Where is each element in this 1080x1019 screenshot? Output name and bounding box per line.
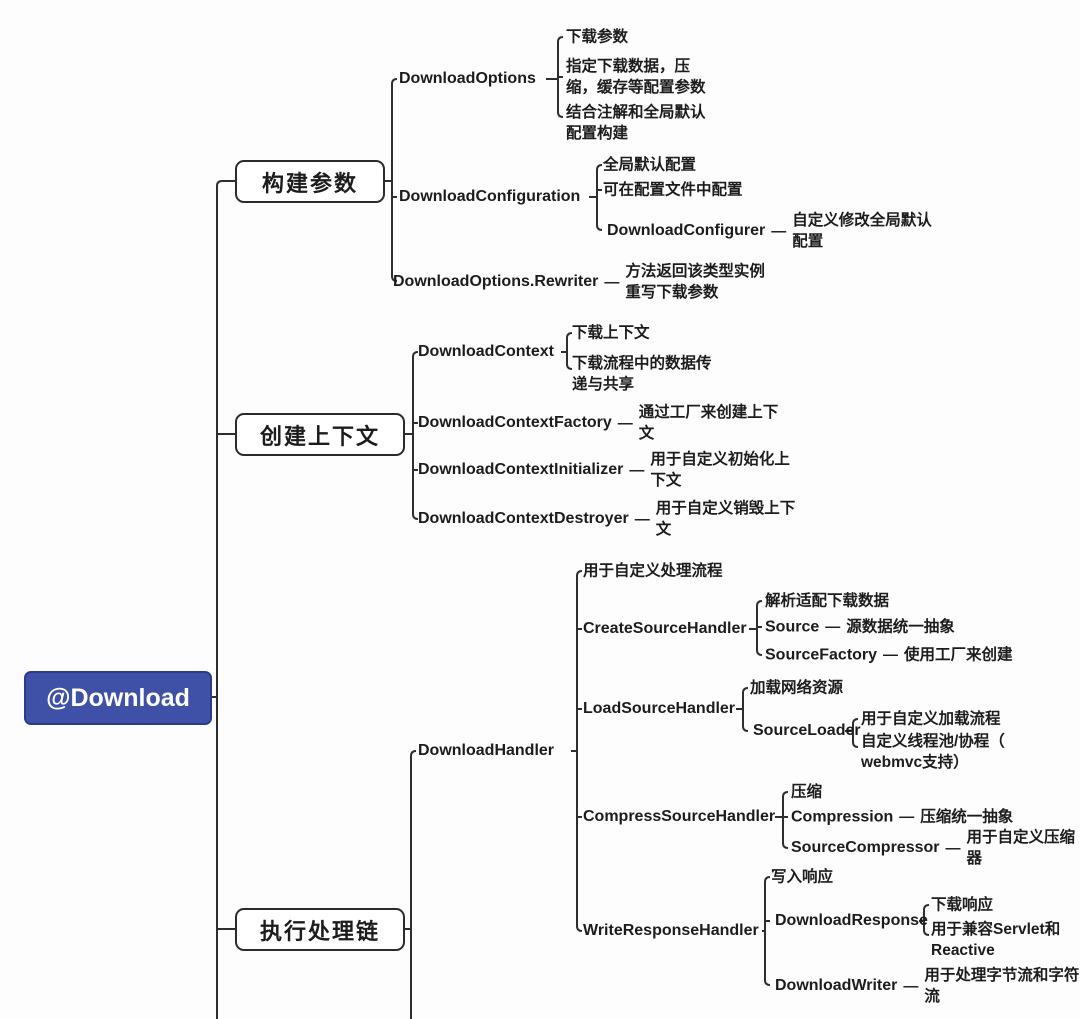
node-download-writer-label: DownloadWriter: [775, 977, 898, 994]
note-download-response: 下载响应: [931, 896, 994, 914]
dash-connector: —: [617, 414, 633, 432]
dash-connector: —: [899, 808, 915, 826]
note-write-response: 写入响应: [771, 868, 834, 886]
node-download-options-rewriter: DownloadOptions.Rewriter — 方法返回该类型实例 重写下…: [393, 261, 765, 303]
note-factory-create: 使用工厂来创建: [904, 646, 1013, 664]
node-source: Source — 源数据统一抽象: [765, 617, 955, 638]
node-write-response-handler: WriteResponseHandler: [583, 922, 759, 939]
dash-connector: —: [771, 222, 787, 240]
note-compression-abstraction: 压缩统一抽象: [920, 808, 1014, 826]
branch-build-params: 构建参数: [235, 160, 385, 203]
note-load-network-resource: 加载网络资源: [750, 679, 844, 697]
branch-handler-chain: 执行处理链: [235, 908, 405, 951]
node-download-context-destroyer-label: DownloadContextDestroyer: [418, 510, 629, 527]
branch-create-context-bracket: [405, 351, 419, 520]
dash-connector: —: [604, 273, 620, 291]
root-node-label: @Download: [46, 683, 190, 712]
root-node: @Download: [24, 671, 212, 725]
compress-source-handler-bracket: [775, 791, 789, 849]
note-servlet-reactive: 用于兼容Servlet和 Reactive: [931, 921, 1061, 959]
branch-create-context: 创建上下文: [235, 413, 405, 456]
write-response-handler-bracket: [762, 876, 771, 986]
node-source-compressor-label: SourceCompressor: [791, 839, 940, 856]
dash-connector: —: [825, 618, 841, 636]
note-custom-modify-defaults: 自定义修改全局默认 配置: [792, 212, 932, 250]
node-download-writer: DownloadWriter — 用于处理字节流和字符 流: [775, 965, 1079, 1007]
dash-connector: —: [945, 839, 961, 857]
node-download-context-initializer-label: DownloadContextInitializer: [418, 461, 624, 478]
note-method-return-rewrite: 方法返回该类型实例 重写下载参数: [625, 263, 765, 301]
note-custom-threadpool: 自定义线程池/协程（ webmvc支持）: [861, 733, 1005, 771]
branch-build-params-label: 构建参数: [261, 170, 358, 196]
branch-handler-chain-label: 执行处理链: [259, 918, 380, 944]
note-factory-create-context: 通过工厂来创建上下 文: [638, 404, 779, 442]
note-compress: 压缩: [791, 783, 823, 801]
node-download-configurer: DownloadConfigurer — 自定义修改全局默认 配置: [607, 210, 932, 252]
note-byte-char-stream: 用于处理字节流和字符 流: [924, 967, 1080, 1005]
node-source-loader: SourceLoader: [753, 722, 861, 739]
note-specify-config: 指定下载数据，压 缩，缓存等配置参数: [566, 58, 706, 96]
branch-handler-chain-bracket: [405, 750, 417, 1019]
node-download-context: DownloadContext: [418, 343, 554, 360]
dash-connector: —: [634, 510, 650, 528]
note-combine-defaults: 结合注解和全局默认 配置构建: [566, 104, 706, 142]
note-config-file: 可在配置文件中配置: [603, 181, 743, 199]
create-source-handler-bracket: [749, 600, 763, 656]
dash-connector: —: [903, 977, 919, 995]
node-load-source-handler: LoadSourceHandler: [583, 700, 736, 717]
note-global-default-config: 全局默认配置: [603, 156, 697, 174]
note-data-share: 下载流程中的数据传 递与共享: [572, 355, 712, 393]
node-compress-source-handler: CompressSourceHandler: [583, 808, 776, 825]
node-source-factory-label: SourceFactory: [765, 646, 878, 663]
node-download-context-destroyer: DownloadContextDestroyer — 用于自定义销毁上下 文: [418, 498, 795, 540]
note-download-params: 下载参数: [566, 28, 629, 46]
node-download-configurer-label: DownloadConfigurer: [607, 222, 766, 239]
node-download-handler: DownloadHandler: [418, 742, 555, 759]
download-handler-bracket: [571, 570, 583, 932]
download-context-bracket: [561, 332, 573, 370]
node-download-options-rewriter-label: DownloadOptions.Rewriter: [393, 273, 599, 290]
node-download-configuration: DownloadConfiguration: [399, 188, 581, 205]
node-download-response: DownloadResponse: [775, 912, 928, 929]
node-source-label: Source: [765, 618, 820, 635]
node-download-context-initializer: DownloadContextInitializer — 用于自定义初始化上 下…: [418, 449, 790, 491]
note-custom-init-context: 用于自定义初始化上 下文: [650, 451, 790, 489]
load-source-handler-bracket: [736, 687, 749, 732]
node-download-options: DownloadOptions: [399, 70, 536, 87]
dash-connector: —: [883, 646, 899, 664]
trunk-line: [212, 180, 235, 1019]
note-custom-destroy-context: 用于自定义销毁上下 文: [655, 500, 796, 538]
dash-connector: —: [629, 461, 645, 479]
branch-build-params-bracket: [385, 78, 398, 282]
node-download-context-factory-label: DownloadContextFactory: [418, 414, 612, 431]
download-options-bracket: [546, 36, 564, 118]
note-source-abstraction: 源数据统一抽象: [846, 618, 955, 636]
node-download-context-factory: DownloadContextFactory — 通过工厂来创建上下 文: [418, 402, 778, 444]
note-custom-compressor: 用于自定义压缩器: [966, 829, 1076, 867]
note-parse-adapt-data: 解析适配下载数据: [765, 592, 890, 610]
note-custom-load-flow: 用于自定义加载流程: [861, 710, 1001, 728]
node-create-source-handler: CreateSourceHandler: [583, 620, 747, 637]
download-configuration-bracket: [589, 164, 603, 231]
branch-create-context-label: 创建上下文: [259, 423, 380, 449]
node-source-factory: SourceFactory — 使用工厂来创建: [765, 645, 1013, 666]
note-custom-process-flow: 用于自定义处理流程: [583, 562, 723, 580]
node-compression-label: Compression: [791, 808, 894, 825]
note-download-context: 下载上下文: [572, 324, 650, 342]
node-source-compressor: SourceCompressor — 用于自定义压缩器: [791, 827, 1080, 869]
node-compression: Compression — 压缩统一抽象: [791, 807, 1013, 828]
